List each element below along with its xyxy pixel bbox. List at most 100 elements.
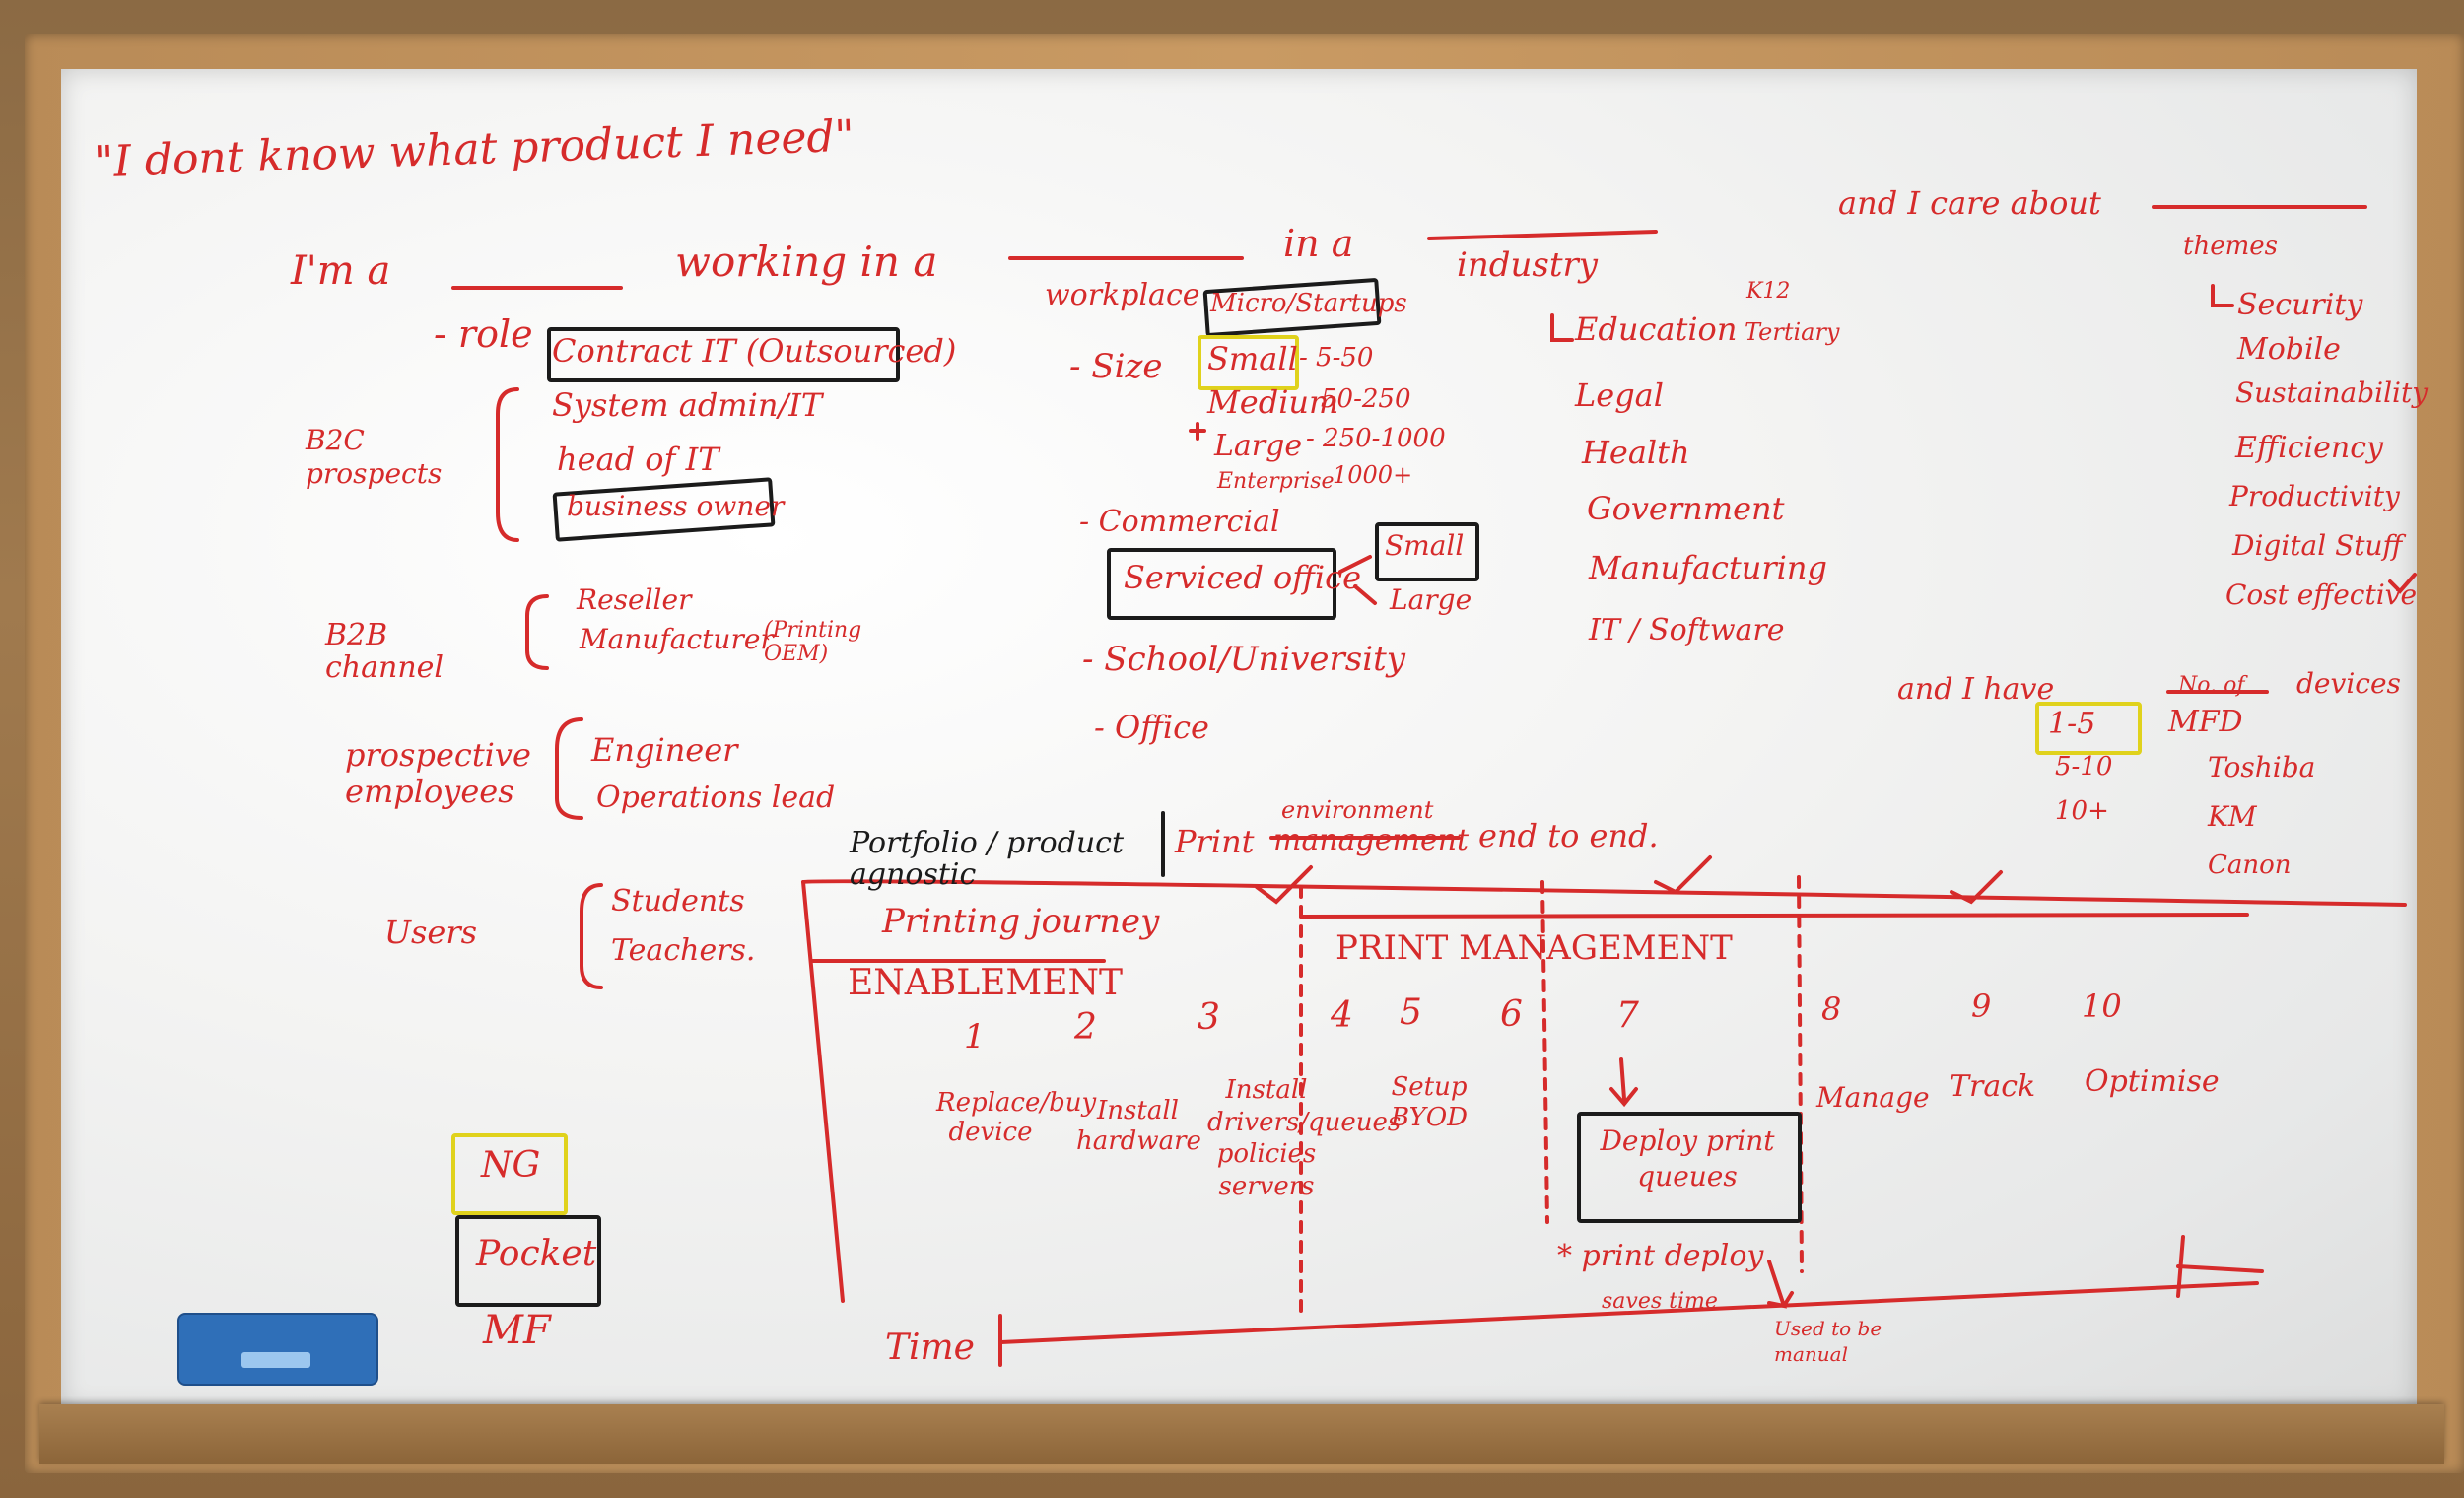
size-range-large: - 250-1000 <box>1306 424 1446 453</box>
industry-k12: K12 <box>1746 279 1791 304</box>
step-label-optimise: Optimise <box>2085 1064 2220 1099</box>
step-2: 2 <box>1074 1007 1097 1048</box>
industry-it-software: IT / Software <box>1589 613 1785 647</box>
b2c-item-3: head of IT <box>557 441 719 478</box>
size-range-enterprise: 1000+ <box>1333 461 1413 489</box>
prospective-item-1: Engineer <box>591 731 738 769</box>
brand-km: KM <box>2208 800 2257 833</box>
portfolio-label: Portfolio / product agnostic <box>850 826 1125 892</box>
time-axis-label: Time <box>885 1328 975 1368</box>
size-enterprise: Enterprise <box>1217 469 1335 494</box>
industry-legal: Legal <box>1575 376 1664 414</box>
size-micro: Micro/Startups <box>1210 289 1407 318</box>
print-env-label: Print <box>1175 823 1255 860</box>
industry-health: Health <box>1582 434 1690 471</box>
commercial-label: - Commercial <box>1079 505 1280 539</box>
step-10: 10 <box>2082 987 2122 1025</box>
b2b-note: (Printing OEM) <box>764 618 862 667</box>
box-serviced-office <box>1107 548 1336 620</box>
b2b-label: B2B channel <box>325 618 444 685</box>
step-3: 3 <box>1198 997 1220 1038</box>
devices-lead: and I have <box>1897 672 2055 707</box>
printing-journey-label: Printing journey <box>882 902 1160 941</box>
devices-count-1-5: 1-5 <box>2048 707 2096 741</box>
brand-canon: Canon <box>2208 851 2292 880</box>
b2c-item-1: Contract IT (Outsourced) <box>552 332 957 370</box>
size-range-medium: 50-250 <box>1321 384 1411 414</box>
working-in-a-label: working in a <box>675 238 938 286</box>
step-1: 1 <box>964 1017 986 1056</box>
industry-tertiary: Tertiary <box>1745 318 1840 346</box>
size-large: Large <box>1214 429 1303 463</box>
themes-heading: themes <box>2183 232 2278 261</box>
box-serviced-small <box>1375 522 1479 581</box>
product-mf: MF <box>483 1308 551 1353</box>
users-item-1: Students <box>611 884 745 919</box>
step-7: 7 <box>1616 995 1639 1036</box>
box-ng <box>451 1133 568 1215</box>
im-a-label: I'm a <box>291 248 391 294</box>
eraser-label-decal <box>241 1352 310 1368</box>
care-about-label: and I care about <box>1838 184 2101 222</box>
size-range-small: - 5-50 <box>1299 343 1374 373</box>
step-label-replace-device: Replace/buy device <box>936 1088 1097 1147</box>
devices-mfd: MFD <box>2168 705 2243 739</box>
product-ng: NG <box>481 1145 541 1186</box>
industry-heading: industry <box>1457 245 1599 285</box>
industry-government: Government <box>1587 490 1785 527</box>
box-small-highlight <box>1198 335 1299 390</box>
step-label-install-hardware: Install hardware <box>1076 1096 1201 1157</box>
prospective-item-2: Operations lead <box>596 781 836 815</box>
b2b-item-1: Reseller <box>577 583 692 616</box>
workplace-heading: workplace <box>1045 278 1200 312</box>
b2c-item-2: System admin/IT <box>552 386 823 424</box>
serviced-large-label: Large <box>1390 583 1472 616</box>
step-5: 5 <box>1400 992 1422 1033</box>
print-deploy-note: * print deploy <box>1557 1239 1764 1273</box>
devices-no-of: No. of <box>2178 673 2245 698</box>
product-pocket: Pocket <box>476 1234 597 1274</box>
theme-efficiency: Efficiency <box>2235 431 2383 465</box>
school-label: - School/University <box>1082 640 1405 679</box>
enablement-label: ENABLEMENT <box>848 963 1124 1003</box>
theme-productivity: Productivity <box>2229 480 2400 512</box>
b2c-item-4: business owner <box>567 490 785 522</box>
step-label-track: Track <box>1950 1069 2036 1104</box>
management-struck-label: management <box>1273 823 1470 857</box>
size-small: Small <box>1207 340 1298 377</box>
step-6: 6 <box>1500 994 1523 1035</box>
step-label-install-drivers: Install drivers/queues policies servers <box>1207 1075 1402 1201</box>
box-pocket <box>455 1215 601 1307</box>
role-heading: - role <box>434 312 533 356</box>
b2b-item-2: Manufacturer <box>580 623 774 655</box>
theme-mobile: Mobile <box>2237 332 2341 367</box>
whiteboard-eraser <box>177 1313 378 1386</box>
devices-count-5-10: 5-10 <box>2055 752 2113 782</box>
step-label-deploy-print-queues: Deploy print queues <box>1600 1124 1775 1193</box>
users-label: Users <box>384 914 478 951</box>
theme-security: Security <box>2237 288 2363 322</box>
step-8: 8 <box>1821 990 1842 1028</box>
in-a-label: in a <box>1283 222 1354 265</box>
step-9: 9 <box>1971 987 1992 1025</box>
used-to-be-manual-note: Used to be manual <box>1774 1317 1882 1366</box>
industry-manufacturing: Manufacturing <box>1589 549 1827 586</box>
theme-cost-effective: Cost effective <box>2225 579 2418 611</box>
saves-time-note: saves time <box>1602 1289 1718 1314</box>
serviced-office-label: Serviced office <box>1124 559 1362 596</box>
brand-toshiba: Toshiba <box>2208 751 2316 783</box>
office-label: - Office <box>1094 709 1209 746</box>
users-item-2: Teachers. <box>611 933 756 968</box>
b2c-label: B2C prospects <box>306 424 443 490</box>
devices-count-10-plus: 10+ <box>2055 796 2109 826</box>
step-label-manage: Manage <box>1816 1081 1930 1114</box>
industry-education: Education <box>1575 310 1738 348</box>
box-deploy-print-queues <box>1577 1112 1802 1223</box>
size-medium: Medium <box>1207 383 1339 421</box>
serviced-small-label: Small <box>1385 529 1465 562</box>
marker-tray <box>39 1404 2444 1464</box>
prospective-label: prospective employees <box>345 736 531 810</box>
environment-label: environment <box>1281 796 1434 824</box>
